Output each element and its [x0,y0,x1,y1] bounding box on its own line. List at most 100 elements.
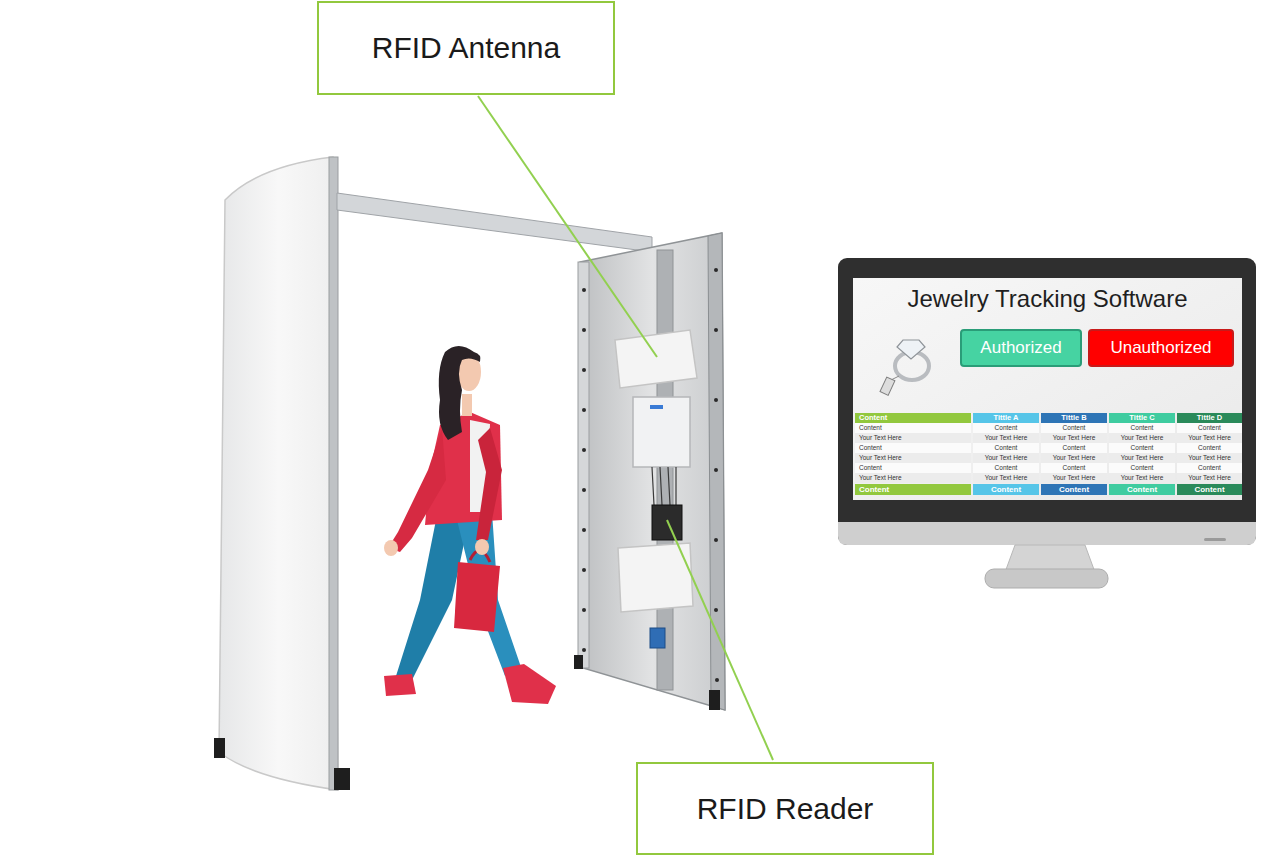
screw [714,608,718,612]
table-cell: Your Text Here [1041,473,1107,483]
screw [582,648,586,652]
screw [714,538,718,542]
table-cell: Content [1177,484,1242,495]
hair [439,346,481,440]
shoe [384,674,416,696]
screw [714,398,718,402]
table-cell: Content [973,484,1039,495]
table-cell: Tittle D [1177,413,1242,423]
screw [582,368,586,372]
ring-icon [880,340,929,395]
button-text: Unauthorized [1110,338,1211,358]
table-cell: Your Text Here [1109,473,1175,483]
screw [715,678,719,682]
table-cell: Content [1109,463,1175,473]
table-cell: Content [855,463,971,473]
table-cell: Content [855,443,971,453]
screen-title: Jewelry Tracking Software [853,285,1242,313]
table-cell: Content [1177,463,1242,473]
table-cell: Your Text Here [1109,433,1175,443]
gate-foot [574,655,583,669]
ring-stone [897,340,925,359]
reader-module [652,505,682,540]
table-cell: Content [1109,484,1175,495]
table-cell: Content [1177,423,1242,433]
reader-enclosure [633,397,690,467]
table-cell: Your Text Here [855,473,971,483]
table-cell: Tittle C [1109,413,1175,423]
table-cell: Your Text Here [973,453,1039,463]
gate-frame [580,233,725,710]
leader-line [667,520,773,760]
callout-box: RFID Antenna [317,1,615,95]
screw [582,328,586,332]
table-cell: Content [1109,423,1175,433]
button-text: Authorized [980,338,1061,358]
table-cell: Your Text Here [855,453,971,463]
table-cell: Content [973,443,1039,453]
screw [714,268,718,272]
ring-tag [880,377,895,395]
table-cell: Content [973,463,1039,473]
gate-post [329,157,338,790]
table-cell: Content [1109,443,1175,453]
table-cell: Tittle A [973,413,1039,423]
gate-panel [219,157,338,790]
table-cell: Content [1041,484,1107,495]
screw [582,608,586,612]
table-cell: Your Text Here [973,433,1039,443]
gate-post [708,233,725,710]
screw [582,408,586,412]
screw [582,288,586,292]
arm [388,428,446,552]
table-cell: Content [855,413,971,423]
screw [582,488,586,492]
gate-foot [214,738,225,758]
callout-text: RFID Reader [697,792,874,826]
leader-line [478,96,657,357]
table-cell: Your Text Here [1177,453,1242,463]
table-cell: Your Text Here [1177,473,1242,483]
table-cell: Your Text Here [1041,433,1107,443]
gate-foot [709,690,720,710]
status-button: Unauthorized [1088,329,1234,367]
table-cell: Content [1177,443,1242,453]
screw [582,448,586,452]
table-cell: Your Text Here [1041,453,1107,463]
arm [476,428,502,540]
screw [714,328,718,332]
sensor [650,628,665,648]
person [384,346,556,704]
antenna-panel [615,330,697,388]
gate-post [578,262,589,668]
cables [652,467,676,505]
gate-rail [657,250,673,690]
table-cell: Tittle B [1041,413,1107,423]
reader-badge [650,405,663,409]
power-light [1204,538,1226,541]
screw [582,568,586,572]
table-cell: Your Text Here [1109,453,1175,463]
shoe [503,664,556,704]
callout-box: RFID Reader [636,762,934,855]
table-cell: Your Text Here [1177,433,1242,443]
table-cell: Content [1041,463,1107,473]
callout-text: RFID Antenna [372,31,560,65]
frame-screws [582,268,719,682]
monitor-screen: Jewelry Tracking SoftwareAuthorized Unaut… [853,278,1242,408]
table-cell: Content [855,484,971,495]
monitor-base [985,569,1108,588]
table-cell: Your Text Here [855,433,971,443]
hand [384,540,398,556]
status-button: Authorized [960,329,1082,367]
bag [454,562,500,632]
table-cell: Content [1041,443,1107,453]
gate-foot [334,768,350,790]
table-cell: Your Text Here [973,473,1039,483]
hand [475,539,489,555]
monitor-chin [838,522,1256,545]
gate-top-bar [337,193,652,252]
monitor-bezel [838,258,1256,545]
table-cell: Content [973,423,1039,433]
table-cell: Content [855,423,971,433]
